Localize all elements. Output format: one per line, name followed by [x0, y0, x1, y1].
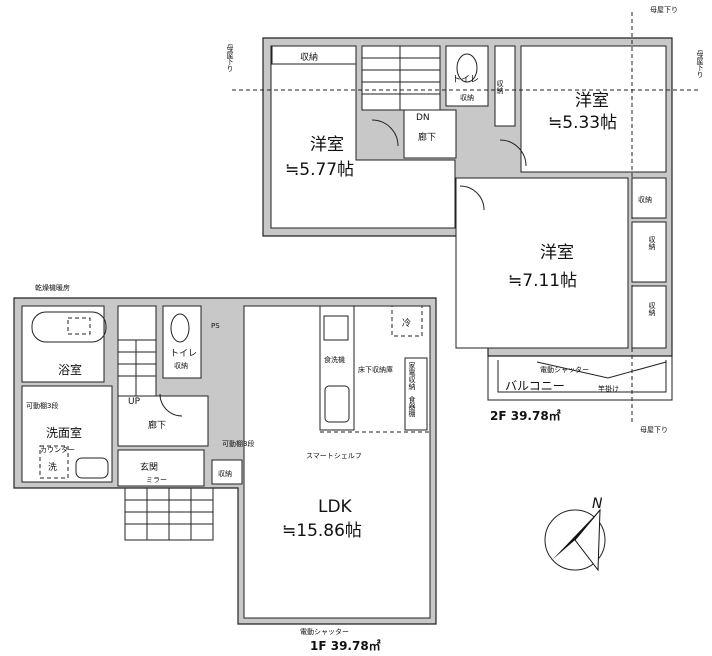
entrance-label: 玄関: [140, 461, 158, 473]
toilet-2f-storage-label: 収納: [460, 93, 474, 102]
stove-icon: [323, 315, 349, 341]
dryer-vent: [67, 317, 91, 335]
room-5-33-size: ≒5.33帖: [548, 113, 617, 133]
pantry: [404, 357, 428, 431]
storage-mid: [494, 45, 516, 127]
door-swing: [459, 185, 485, 211]
storage-top-label: 収納: [300, 51, 318, 63]
room-5-33: [520, 45, 667, 173]
ldk-size: ≒15.86帖: [282, 521, 362, 541]
kitchen-sink-icon: [324, 385, 350, 423]
stairs-2f: [361, 45, 441, 111]
stairs-down-label: DN: [416, 113, 430, 123]
room-7-11-name: 洋室: [540, 243, 574, 263]
toilet-1f-storage-label: 収納: [174, 361, 188, 370]
room-7-11: [455, 177, 629, 349]
roof-slope-label: 母屋下り: [650, 6, 678, 14]
floor-1: 乾燥機暖房 浴室 可動棚3段 洗面室 カウンター 洗 UP トイレ 収納 PS …: [13, 283, 437, 653]
shutter-2f-label: 電動シャッター: [540, 365, 589, 374]
bathtub-icon: [31, 311, 107, 343]
toilet-bowl-icon: [170, 313, 190, 343]
mirror-label: ミラー: [146, 476, 167, 484]
compass-circle: [544, 509, 606, 571]
cupboard-label: 食器棚: [408, 395, 416, 418]
toilet-bowl-icon: [456, 53, 478, 83]
room-5-77-size: ≒5.77帖: [285, 160, 354, 180]
balcony-label: バルコニー: [505, 379, 565, 393]
entrance: [117, 449, 205, 487]
dryer-label: 乾燥機暖房: [35, 283, 70, 292]
stairs-1f: [117, 305, 157, 397]
underfloor-label: 床下収納庫: [358, 365, 393, 374]
entrance-storage-label: 収納: [218, 469, 232, 478]
roof-slope-label: 母屋下り: [226, 44, 234, 72]
room-5-33-name: 洋室: [575, 91, 609, 111]
appliance-storage-label: 家電収納: [408, 361, 416, 391]
room-5-77-name: 洋室: [310, 135, 344, 155]
storage-right-1-label: 収納: [638, 195, 652, 204]
floor1-area: 1F 39.78㎡: [310, 638, 381, 653]
counter-label: カウンター: [40, 445, 75, 454]
entrance-storage: [211, 459, 243, 485]
dishwasher-label: 食洗機: [324, 355, 345, 364]
floor-2: 収納 トイレ 収納 収納 DN 廊下 洋室 ≒5.77帖 洋室 ≒5.33帖 洋…: [226, 6, 704, 434]
stairs-1f-steps: [118, 339, 156, 396]
washer-label: 洗: [48, 461, 57, 473]
compass-needle-icon: [552, 510, 600, 560]
storage-right-3: [631, 285, 667, 349]
toilet-2f-label: トイレ: [452, 75, 479, 85]
smart-shelf-label: スマートシェルフ: [306, 452, 362, 460]
hallway-2f-label: 廊下: [418, 131, 436, 143]
door-swing: [499, 139, 527, 167]
door-swing: [159, 393, 183, 417]
shelf-entrance-label: 可動棚3段: [222, 439, 254, 448]
pole-hanger-line: [536, 361, 667, 379]
bathroom-label: 浴室: [58, 362, 82, 377]
washroom-label: 洗面室: [46, 425, 82, 440]
balcony-outline: [487, 356, 673, 401]
roof-slope-label: 母屋下り: [640, 426, 668, 434]
storage-top: [271, 45, 357, 65]
ps-label: PS: [211, 322, 220, 330]
room-7-11-size: ≒7.11帖: [508, 271, 577, 291]
entry-steps: [124, 487, 214, 541]
storage-mid-label: 収納: [496, 80, 504, 95]
roof-slope-label: 母屋下り: [696, 50, 704, 78]
washer-space: [39, 445, 69, 479]
compass: N: [544, 496, 606, 572]
hallway-1f-label: 廊下: [148, 419, 166, 431]
sink-icon: [75, 457, 109, 479]
shelf-wash-label: 可動棚3段: [26, 401, 58, 410]
pole-hanger-label: 竿掛け: [598, 384, 619, 393]
stairs-up-label: UP: [128, 397, 141, 407]
storage-right-3-label: 収納: [648, 302, 656, 317]
storage-right-2-label: 収納: [648, 236, 656, 251]
toilet-1f-label: トイレ: [170, 349, 197, 359]
storage-right-1: [631, 177, 667, 219]
stairs-2f-steps: [362, 46, 440, 110]
bathroom: [21, 305, 105, 383]
washroom: [21, 385, 113, 483]
toilet-2f: [445, 45, 489, 107]
shutter-1f-label: 電動シャッター: [300, 627, 349, 636]
hallway-2f: [403, 109, 457, 159]
fridge-label: 冷: [402, 317, 411, 329]
door-swing: [371, 119, 399, 147]
fridge-space: [391, 305, 423, 337]
floor2-area: 2F 39.78㎡: [490, 408, 561, 423]
ldk-label: LDK: [318, 497, 353, 517]
storage-right-2: [631, 221, 667, 283]
compass-north-label: N: [592, 496, 603, 512]
